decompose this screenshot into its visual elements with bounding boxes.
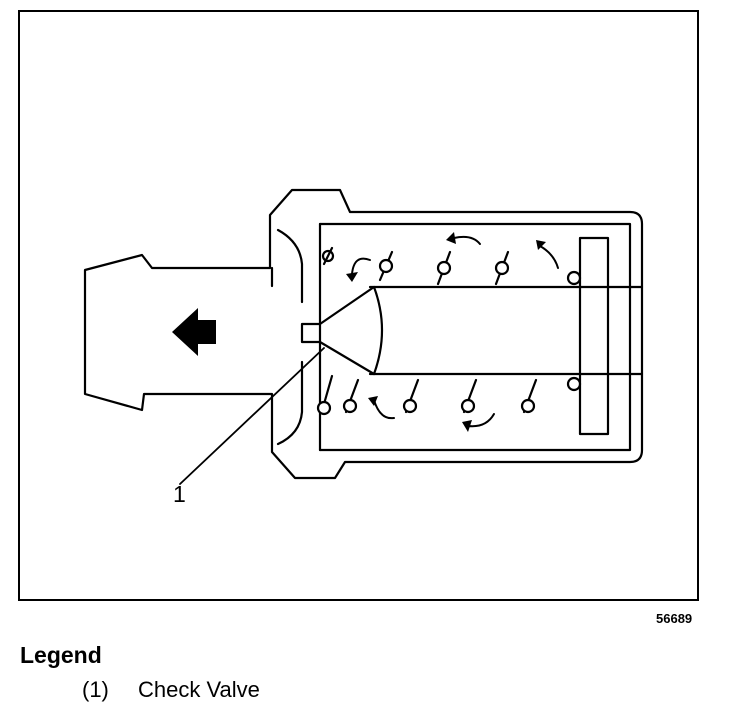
spring-coils-lower (316, 374, 582, 416)
housing-inner-curve-upper (276, 228, 304, 304)
callout-leader-line (179, 347, 325, 485)
spring-coils-upper (321, 246, 582, 286)
spring-seat-disc (578, 236, 610, 436)
legend-item-label: Check Valve (138, 677, 260, 702)
legend-item-number: (1) (82, 677, 109, 702)
valve-housing-outline (83, 188, 644, 480)
legend-title: Legend (20, 642, 102, 668)
cone-face-curve (372, 285, 384, 376)
flow-arrowheads (346, 232, 546, 432)
flow-direction-arrow-icon (172, 308, 216, 356)
figure-id-number: 56689 (656, 611, 693, 626)
diagram-frame: 1 (18, 10, 699, 601)
legend-item: (1) Check Valve (82, 677, 260, 703)
inner-chamber-wall (318, 222, 632, 452)
housing-inner-curve-lower (276, 360, 304, 446)
plunger-rod (368, 285, 579, 376)
check-valve-cone (300, 285, 376, 376)
callout-label-1: 1 (173, 481, 186, 507)
